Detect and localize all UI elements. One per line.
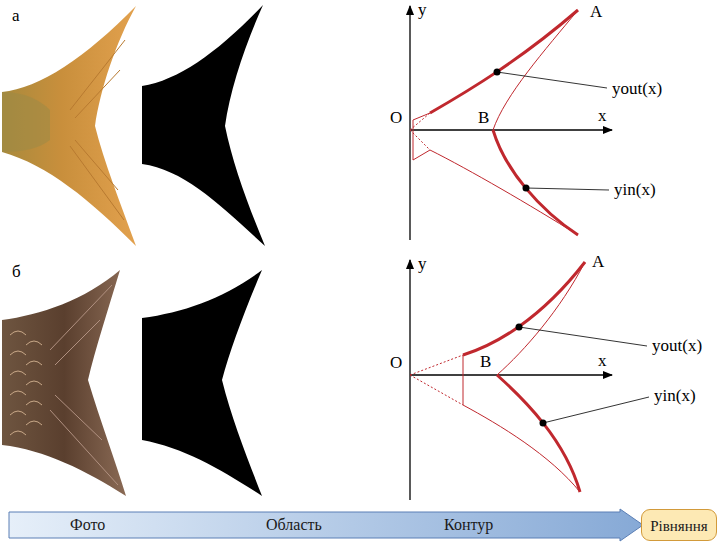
fin-rays <box>50 285 118 485</box>
tail-shape <box>2 270 126 496</box>
peduncle-line <box>463 355 464 405</box>
curve-label: yin(x) <box>654 386 696 406</box>
curve-label: yout(x) <box>652 336 702 356</box>
leader-line <box>497 72 607 88</box>
fin-rays <box>70 40 125 220</box>
curve-label: yout(x) <box>612 79 662 99</box>
inner-curve <box>497 375 580 492</box>
dotted-line <box>410 355 463 405</box>
point-label: O <box>390 353 402 373</box>
tail-shape <box>2 6 136 246</box>
arrow-shape <box>9 509 643 541</box>
inner-thin-curve <box>497 262 585 375</box>
leader-line <box>519 327 647 346</box>
outer-curve <box>463 262 585 355</box>
contour-a <box>410 6 612 240</box>
inner-thin-curve <box>493 10 578 130</box>
tail-silhouette <box>142 5 265 246</box>
outer-thin-curve <box>430 150 578 235</box>
curve-label: yin(x) <box>614 180 656 200</box>
inner-curve <box>493 130 578 235</box>
panel-letter: а <box>12 6 20 26</box>
point-label: B <box>480 352 491 372</box>
tail-photo <box>2 6 136 246</box>
x-axis <box>410 374 612 375</box>
point-label: A <box>592 252 604 272</box>
stage-label: Контур <box>444 515 493 535</box>
y-axis <box>409 6 410 240</box>
scales <box>2 92 50 152</box>
peduncle-line <box>413 113 430 160</box>
tail-silhouette <box>142 270 262 496</box>
tail-photo <box>2 270 126 496</box>
axis-label: y <box>418 0 427 20</box>
stage-label: Область <box>266 515 322 535</box>
stage-label: Фото <box>70 515 105 535</box>
contour-b <box>410 260 649 500</box>
scales <box>10 331 42 435</box>
stage-label: Рівняння <box>649 516 709 536</box>
process-arrow: Фото Область Контур <box>8 508 644 542</box>
panel-letter: б <box>12 262 21 282</box>
leader-line <box>543 397 649 423</box>
x-axis <box>410 129 612 130</box>
y-axis <box>409 260 410 500</box>
point-label: O <box>390 108 402 128</box>
axis-label: x <box>598 351 607 371</box>
point-label: A <box>590 2 602 22</box>
leader-line <box>526 188 609 190</box>
point-label: B <box>478 108 489 128</box>
axis-label: y <box>418 254 427 274</box>
axis-label: x <box>598 106 607 126</box>
result-box: Рівняння <box>641 509 717 541</box>
outer-curve <box>430 10 578 113</box>
